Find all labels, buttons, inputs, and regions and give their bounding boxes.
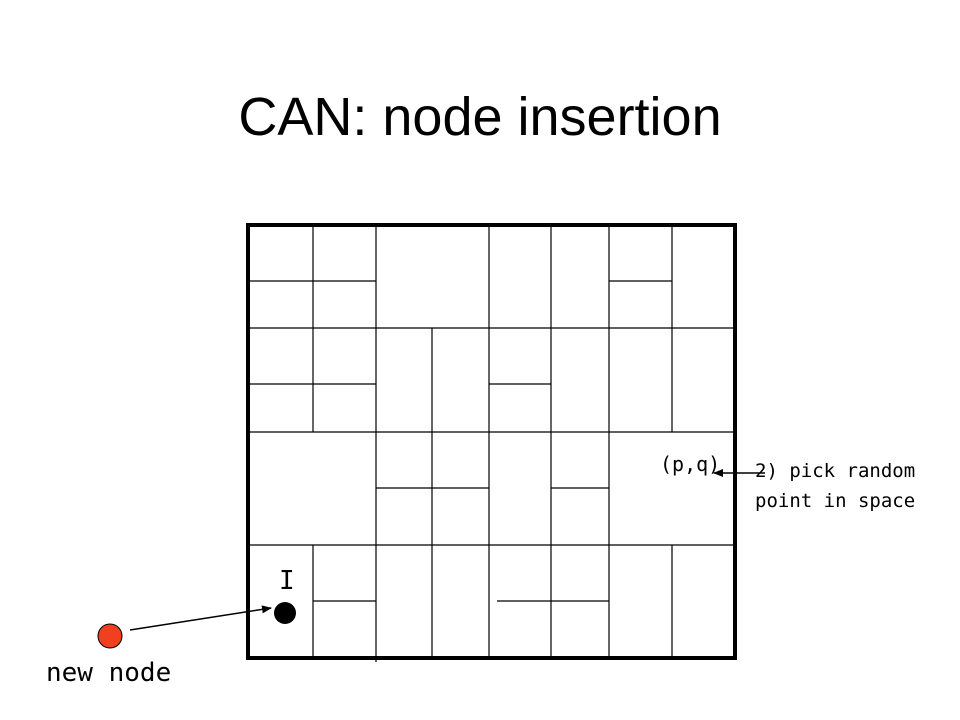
coordinate-space-border — [246, 223, 737, 660]
bootstrap-label: I — [279, 566, 295, 596]
step-description: 2) pick random point in space — [755, 456, 915, 516]
random-point-label: (p,q) — [660, 452, 721, 476]
slide-title: CAN: node insertion — [238, 87, 722, 147]
new-node-label: new node — [46, 658, 172, 688]
bootstrap-node — [274, 602, 296, 624]
join-arrow — [129, 605, 272, 631]
new-node — [97, 623, 123, 649]
step-line-1: 2) pick random — [755, 460, 916, 482]
zone-grid — [248, 225, 735, 662]
step-line-2: point in space — [755, 490, 916, 512]
